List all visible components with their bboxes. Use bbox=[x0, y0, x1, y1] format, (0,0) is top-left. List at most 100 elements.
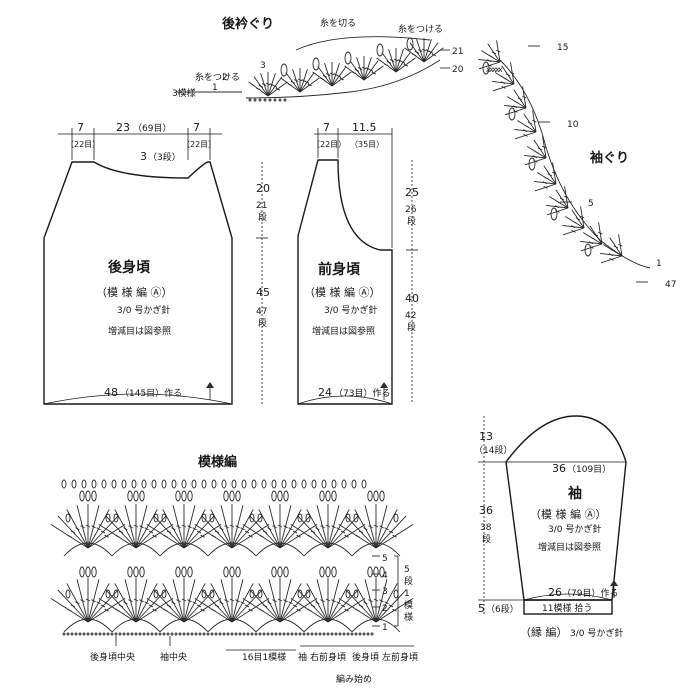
back-body-title: 後身頃 bbox=[108, 259, 151, 276]
stitch-tick-symbol bbox=[542, 145, 547, 149]
back-neck-width-cm: 23 bbox=[116, 121, 130, 134]
chain-loop-symbol bbox=[79, 490, 85, 502]
stitch-tick-symbol bbox=[393, 58, 399, 62]
stitch-tick-symbol bbox=[272, 84, 278, 88]
stitch-tick-symbol bbox=[229, 524, 235, 528]
stitch-tick-symbol bbox=[610, 248, 615, 252]
chain-loop-symbol bbox=[101, 479, 107, 489]
stitch-tick-symbol bbox=[211, 608, 216, 612]
chain-loop-symbol bbox=[235, 566, 241, 578]
armhole-start-mark: x bbox=[486, 65, 491, 74]
collar-chain-symbol bbox=[283, 98, 287, 102]
front-bottom-width-cm: 24 bbox=[318, 386, 332, 399]
chain-loop-symbol bbox=[344, 51, 352, 65]
foundation-chain-symbol bbox=[362, 632, 366, 636]
stitch-tick-symbol bbox=[224, 599, 229, 603]
stitch-tick-symbol bbox=[361, 66, 367, 70]
foundation-chain-symbol bbox=[182, 632, 186, 636]
stitch-tick-symbol bbox=[355, 534, 360, 538]
chain-loop-symbol bbox=[376, 43, 384, 57]
chain-loop-symbol bbox=[353, 513, 359, 523]
stitch-tick-symbol bbox=[368, 525, 373, 529]
chain-loop-symbol bbox=[367, 566, 373, 578]
sleeve-length-rows-unit: 段 bbox=[482, 533, 491, 545]
stitch-tick-symbol bbox=[118, 530, 124, 534]
front-bottom-stitches: （73目）作る bbox=[334, 387, 390, 399]
back-body-schematic: 7 （22目） 23 （69目） 7 （22目） 3 （3段） 20 21 段 … bbox=[43, 121, 270, 405]
foundation-chain-symbol bbox=[78, 632, 82, 636]
repeat-note-rows-unit: 段 bbox=[404, 575, 413, 587]
stitch-tick-symbol bbox=[388, 604, 394, 608]
stitch-tick-symbol bbox=[272, 525, 277, 529]
stitch-tick-symbol bbox=[283, 599, 288, 603]
armhole-start-mark: x bbox=[489, 65, 494, 74]
stitch-tick-symbol bbox=[80, 525, 85, 529]
stitch-tick-symbol bbox=[397, 59, 402, 62]
chain-loop-symbol bbox=[221, 479, 227, 489]
foundation-chain-symbol bbox=[338, 632, 342, 636]
foundation-chain-symbol bbox=[158, 632, 162, 636]
chain-loop-symbol bbox=[65, 513, 71, 523]
back-neck-depth-cm: 3 bbox=[140, 150, 147, 163]
stitch-tick-symbol bbox=[572, 220, 577, 224]
stitch-tick-symbol bbox=[590, 236, 595, 240]
stitch-tick-symbol bbox=[139, 525, 144, 529]
stitch-tick-symbol bbox=[368, 599, 373, 603]
foundation-chain-symbol bbox=[218, 632, 222, 636]
front-body-rows: 42 bbox=[405, 311, 416, 321]
stitch-tick-symbol bbox=[229, 598, 235, 602]
chain-loop-symbol bbox=[91, 490, 97, 502]
back-body-height-cm: 45 bbox=[256, 286, 270, 299]
chain-loop-symbol bbox=[379, 566, 385, 578]
chain-loop-symbol bbox=[351, 479, 357, 489]
stitch-tick-symbol bbox=[559, 197, 565, 201]
stitch-tick-symbol bbox=[259, 534, 264, 538]
stitch-tick-symbol bbox=[248, 608, 253, 612]
sleeve-border-height-cm: 5 bbox=[478, 602, 485, 615]
back-shoulder-left-stitches: （22目） bbox=[66, 140, 100, 149]
chain-loop-symbol bbox=[550, 207, 558, 221]
chain-loop-symbol bbox=[312, 57, 320, 71]
stitch-tick-symbol bbox=[336, 527, 341, 531]
chain-loop-symbol bbox=[79, 566, 85, 578]
foundation-chain-symbol bbox=[202, 632, 206, 636]
stitch-tick-symbol bbox=[543, 185, 548, 189]
foundation-chain-symbol bbox=[150, 632, 154, 636]
stitch-tick-symbol bbox=[354, 68, 360, 72]
stitch-tick-symbol bbox=[123, 527, 128, 531]
foundation-chain-symbol bbox=[258, 632, 262, 636]
back-body-outline bbox=[43, 161, 233, 405]
chain-loop-symbol bbox=[235, 490, 241, 502]
chain-loop-symbol bbox=[331, 490, 337, 502]
stitch-tick-symbol bbox=[75, 601, 80, 605]
back-shoulder-right-stitches: （22目） bbox=[182, 140, 216, 149]
stitch-pattern-chart: 模様編 5 4 3 2 1 5 段 1 模 様 後身頃中央 袖中央 16目1模様… bbox=[50, 454, 418, 685]
armhole-row-10: 10 bbox=[567, 120, 579, 130]
collar-chain-symbol bbox=[273, 98, 277, 102]
back-bottom-stitches: （145目）作る bbox=[120, 387, 182, 399]
chain-loop-symbol bbox=[151, 479, 157, 489]
stitch-tick-symbol bbox=[104, 608, 109, 612]
stitch-tick-symbol bbox=[414, 50, 420, 54]
chain-loop-symbol bbox=[305, 513, 311, 523]
stitch-tick-symbol bbox=[296, 608, 301, 612]
chain-loop-symbol bbox=[249, 513, 255, 523]
chain-loop-symbol bbox=[91, 479, 97, 489]
stitch-tick-symbol bbox=[513, 109, 518, 113]
repeat-note-rows-count: 5 bbox=[404, 565, 410, 575]
foundation-chain-symbol bbox=[190, 632, 194, 636]
chain-loop-symbol bbox=[291, 479, 297, 489]
right-front-section-label: 右前身頃 bbox=[310, 651, 346, 663]
foundation-chain-symbol bbox=[370, 632, 374, 636]
sleeve-border-label: （縁 編） bbox=[520, 625, 568, 639]
stitch-tick-symbol bbox=[524, 124, 529, 128]
back-section-label: 後身頃 bbox=[352, 651, 379, 663]
stitch-tick-symbol bbox=[248, 534, 253, 538]
stitch-tick-symbol bbox=[244, 604, 250, 608]
chain-loop-symbol bbox=[271, 479, 277, 489]
collar-row-3: 3 bbox=[260, 61, 266, 71]
foundation-chain-symbol bbox=[306, 632, 310, 636]
foundation-chain-symbol bbox=[250, 632, 254, 636]
stitch-tick-symbol bbox=[571, 229, 576, 233]
